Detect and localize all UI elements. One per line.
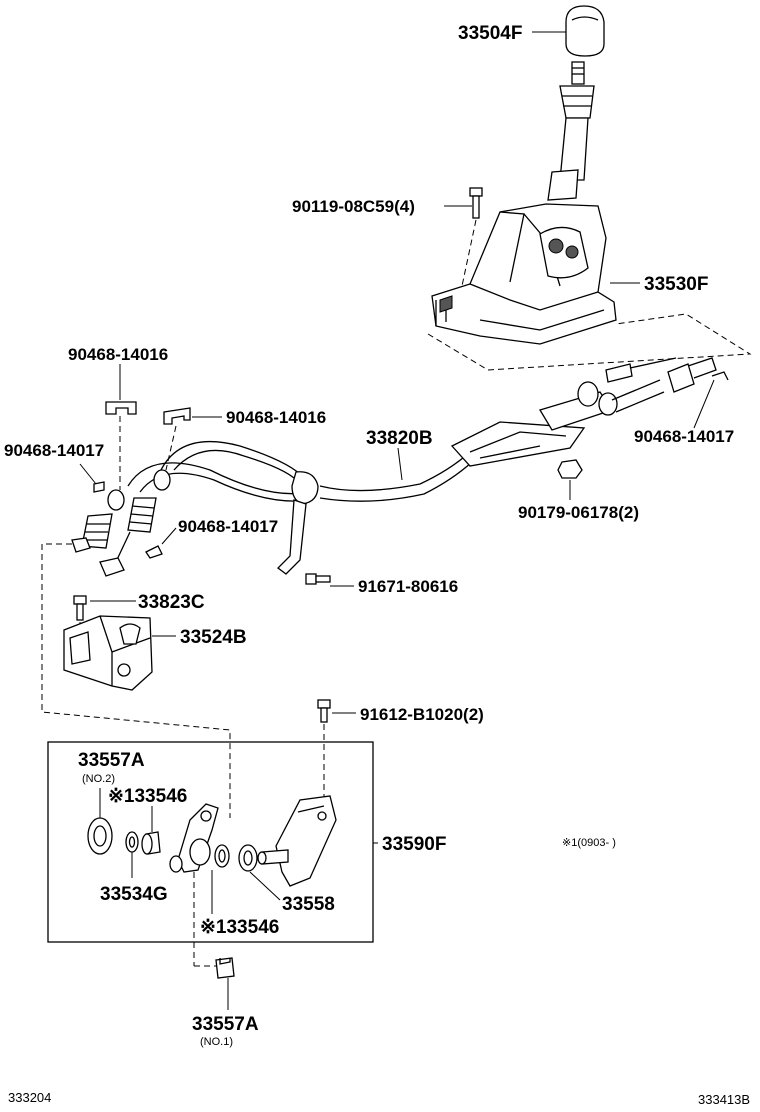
footer-left-code: 333204 xyxy=(8,1090,51,1105)
label-90468-14017-mid: 90468-14017 xyxy=(178,517,278,536)
bolt-90119 xyxy=(469,187,483,219)
leader-33820B xyxy=(397,447,403,481)
leader-90468-14017-right xyxy=(693,379,715,429)
pin-90468-14017-right xyxy=(711,371,729,381)
label-33557A-top: 33557A xyxy=(78,750,145,771)
dash-90119 xyxy=(461,219,477,287)
shift-knob xyxy=(565,5,605,57)
label-90468-14016-b: 90468-14016 xyxy=(226,408,326,427)
collar-33546-bot xyxy=(214,844,230,868)
bushing-33558 xyxy=(238,844,258,872)
label-33524B: 33524B xyxy=(180,627,247,648)
label-33546-bot: ※133546 xyxy=(200,917,279,938)
dash-clip-b xyxy=(165,425,177,471)
label-33558: 33558 xyxy=(282,894,335,915)
label-33530F: 33530F xyxy=(644,274,708,295)
label-33823C: 33823C xyxy=(138,592,205,613)
shift-lever-link xyxy=(169,803,219,873)
assembly-box-33590F xyxy=(47,741,374,943)
label-90468-14017-right: 90468-14017 xyxy=(634,427,734,446)
shift-lever xyxy=(547,61,595,201)
leader-90468-14017-mid xyxy=(161,527,177,545)
dash-frame-housing xyxy=(427,313,752,371)
clip-90468-14016-b xyxy=(163,407,191,425)
transmission-cable xyxy=(71,357,717,577)
label-33534G: 33534G xyxy=(100,884,168,905)
bolt-91612 xyxy=(317,699,331,723)
label-note: ※1(0903- ) xyxy=(562,837,616,849)
label-33546-top: ※133546 xyxy=(108,786,187,807)
collar-33546-top xyxy=(141,831,161,855)
bushing-33557A-no2 xyxy=(87,817,113,855)
bracket-33524B xyxy=(63,615,153,691)
bushing-33557A-no1 xyxy=(215,957,235,979)
label-33820B: 33820B xyxy=(366,428,433,449)
footer-right-code: 333413B xyxy=(698,1092,750,1107)
leader-33558 xyxy=(249,871,281,901)
select-lever-plate xyxy=(257,795,337,887)
nut-90179 xyxy=(557,459,583,479)
label-90468-14017-left: 90468-14017 xyxy=(4,441,104,460)
bolt-33823C xyxy=(73,595,87,621)
bolt-91671 xyxy=(305,573,331,585)
label-91612: 91612-B1020(2) xyxy=(360,705,484,724)
label-no2: (NO.2) xyxy=(82,773,115,785)
shift-lever-housing xyxy=(431,203,617,345)
label-90119: 90119-08C59(4) xyxy=(292,197,415,216)
washer-33534G xyxy=(125,831,139,853)
label-no1: (NO.1) xyxy=(200,1036,233,1048)
leader-90468-14017-left xyxy=(79,463,97,485)
label-33590F: 33590F xyxy=(382,834,446,855)
pin-90468-14017-mid xyxy=(145,545,163,559)
dash-cable-to-link xyxy=(41,543,231,818)
label-90468-14016-a: 90468-14016 xyxy=(68,345,168,364)
pin-90468-14017-left xyxy=(93,481,105,493)
label-33504F: 33504F xyxy=(458,23,522,44)
label-90179: 90179-06178(2) xyxy=(518,503,639,522)
label-91671: 91671-80616 xyxy=(358,577,458,596)
clip-90468-14016-a xyxy=(105,401,137,415)
label-33557A-bot: 33557A xyxy=(192,1014,259,1035)
